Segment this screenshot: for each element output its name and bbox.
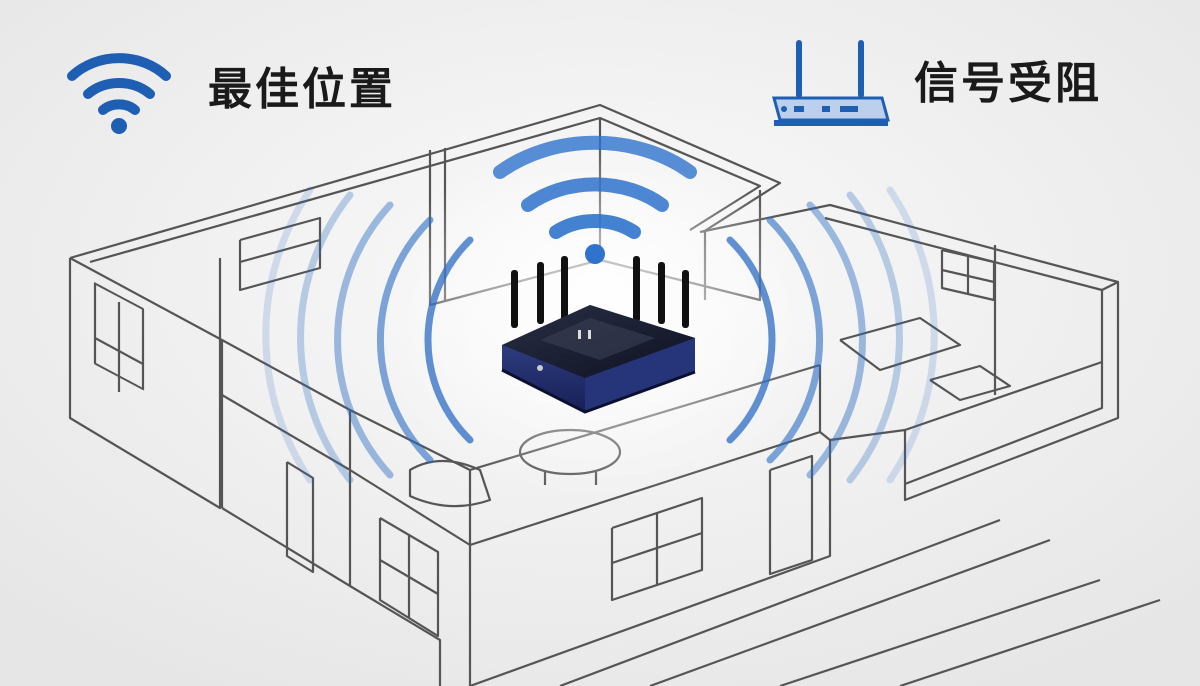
wifi-icon [66,46,172,134]
legend-blocked-label: 信号受阻 [914,58,1102,109]
router-device [501,256,696,414]
legend-best-position: 最佳位置 [66,46,396,134]
legend-best-label: 最佳位置 [208,64,396,115]
router-icon [770,36,892,132]
legend-signal-blocked: 信号受阻 [770,36,1102,132]
